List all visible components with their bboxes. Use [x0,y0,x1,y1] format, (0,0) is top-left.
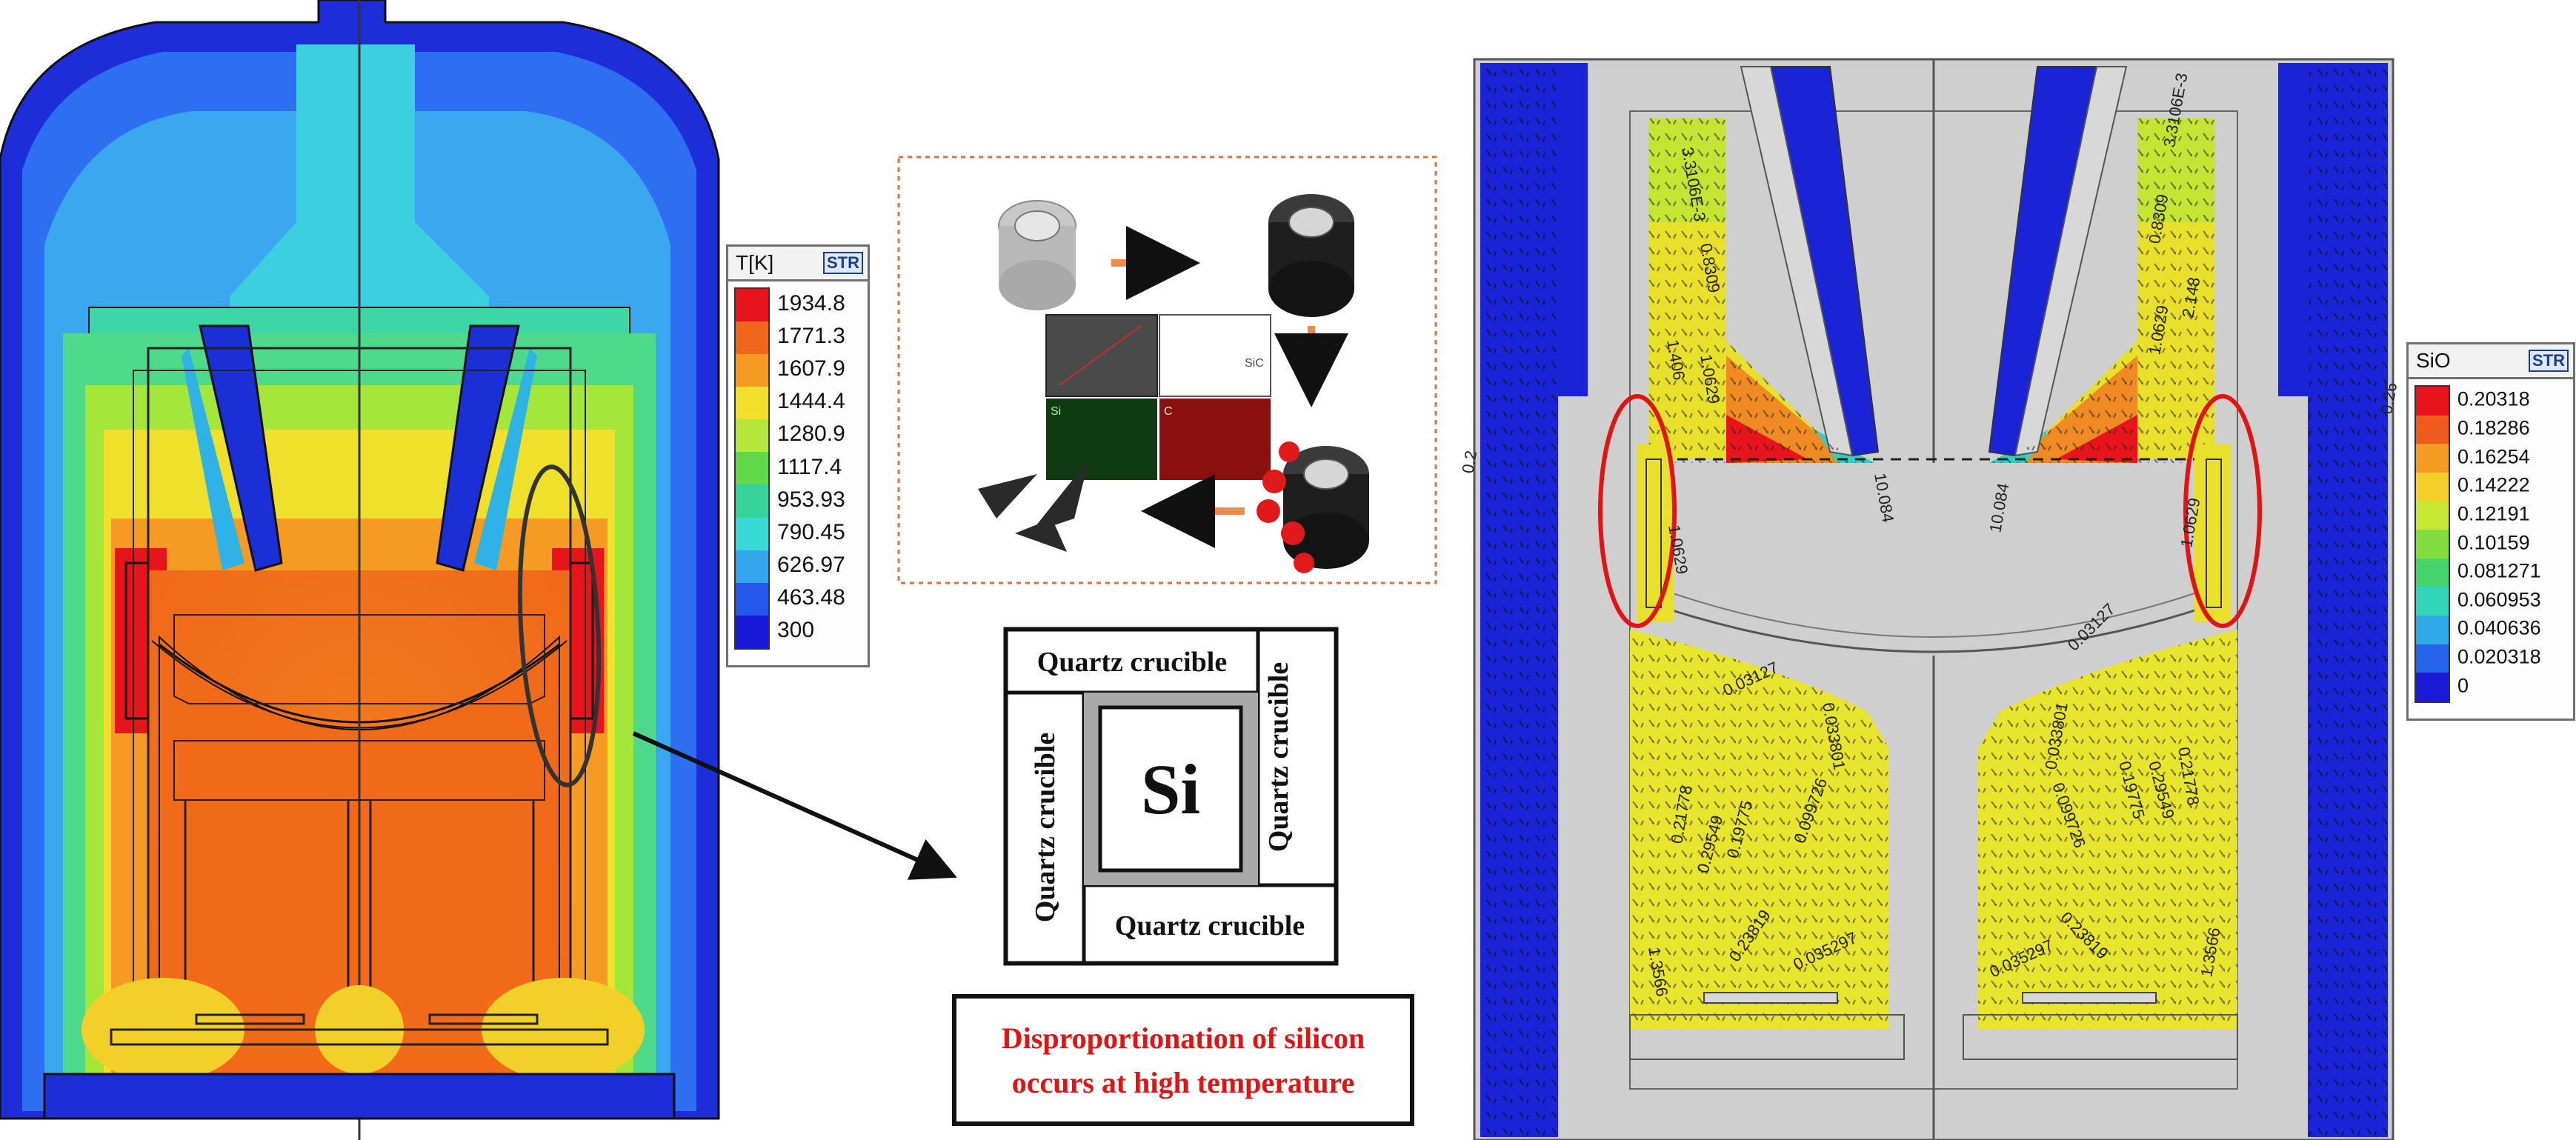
colorbar-tick-label: 300 [777,617,815,642]
process-panel: SiC Si C [897,156,1437,584]
temperature-legend-body: 1934.8 1771.3 1607.9 1444.4 1280.9 1117.4 953.… [728,281,868,663]
sem-c-label: C [1164,405,1173,418]
quartz-top [1004,627,1260,695]
quartz-crucible-diagram: Si Quartz crucible Quartz crucible Quart… [1003,627,1339,966]
colorbar-tick-label: 790.45 [777,519,845,544]
grey-cylinder-icon [998,200,1076,310]
colorbar-tick-label: 0.040636 [2457,616,2541,639]
sic-shards-icon [978,459,1089,552]
sio-legend-header: SiO STR [2409,344,2573,379]
pointer-arrow [632,731,957,880]
silicon-block [1098,705,1243,873]
colorbar-tick-label: 0.16254 [2457,445,2530,468]
sio-legend-body: 0.20318 0.18286 0.16254 0.14222 0.12191 0.101… [2409,379,2573,716]
colorbar-tick-label: 1117.4 [777,454,842,479]
colorbar-swatch [2416,673,2449,701]
sem-mapping-images: SiC Si C [1045,314,1271,480]
colorbar-swatch [736,321,768,355]
colorbar-swatch [736,289,768,322]
colorbar-tick-label: 0.10159 [2457,531,2530,553]
colorbar-tick-label: 1444.4 [777,389,845,414]
colorbar-tick-label: 0.060953 [2457,588,2541,611]
left-highlight-ellipse [1598,394,1677,628]
caption-line-2: occurs at high temperature [1012,1066,1355,1099]
sio-colorbar [2414,385,2450,703]
caption-line-1: Disproportionation of silicon [1002,1021,1365,1055]
colorbar-swatch [736,484,768,518]
colorbar-swatch [2416,644,2449,673]
colorbar-swatch [736,517,768,550]
str-logo-icon: STR [823,252,863,274]
colorbar-tick-label: 0 [2457,674,2469,697]
temperature-legend-header: T[K] STR [728,247,868,281]
colorbar-tick-label: 0.12191 [2457,502,2530,525]
colorbar-swatch [736,354,768,387]
colorbar-tick-label: 953.93 [777,487,845,512]
colorbar-tick-label: 1607.9 [777,356,845,381]
colorbar-swatch [736,452,768,485]
highlight-ellipse [517,464,602,787]
quartz-label-left: Quartz crucible [1030,733,1061,922]
colorbar-tick-label: 1934.8 [777,291,845,316]
temperature-field-simulation [0,0,720,1140]
sem-sic-label: SiC [1245,357,1264,370]
quartz-left [1004,690,1086,965]
colorbar-swatch [2416,501,2449,530]
str-logo-icon: STR [2529,350,2569,372]
coated-cylinder-icon [1257,441,1369,573]
temperature-colorbar [734,287,770,650]
colorbar-swatch [736,387,768,420]
quartz-label-top: Quartz crucible [1037,647,1227,678]
colorbar-tick-label: 0.14222 [2457,473,2530,496]
colorbar-swatch [2416,415,2449,444]
colorbar-swatch [2416,472,2449,501]
colorbar-swatch [2416,558,2449,587]
colorbar-swatch [2416,616,2449,644]
silicon-label: Si [1141,750,1200,829]
colorbar-tick-label: 1771.3 [777,324,845,349]
temperature-legend-title: T[K] [736,251,774,274]
colorbar-tick-label: 626.97 [777,552,845,577]
colorbar-tick-label: 0.081271 [2457,559,2541,582]
colorbar-swatch [2416,387,2449,416]
colorbar-swatch [736,419,768,453]
quartz-label-right: Quartz crucible [1263,662,1294,852]
colorbar-swatch [2416,530,2449,559]
colorbar-tick-label: 0.020318 [2457,645,2541,668]
colorbar-swatch [736,550,768,583]
colorbar-swatch [2416,587,2449,616]
sio-legend-title: SiO [2416,349,2451,372]
contour-label: 0.2 [1458,449,1480,474]
colorbar-tick-label: 0.20318 [2457,387,2530,410]
sio-field-simulation: 3.3106E-3 0.8309 1.0629 1.406 1.0629 1.3… [1458,58,2400,1140]
quartz-label-bottom: Quartz crucible [1115,910,1305,941]
colorbar-tick-label: 1280.9 [777,421,845,447]
sio-legend: SiO STR 0.20318 0.18286 0.16254 0.14222 0.12… [2406,342,2575,721]
colorbar-tick-label: 463.48 [777,584,845,610]
colorbar-swatch [736,582,768,616]
colorbar-swatch [2416,444,2449,473]
right-highlight-ellipse [2183,394,2262,628]
sem-si-label: Si [1051,405,1061,418]
black-cylinder-icon [1268,194,1354,317]
caption-box: Disproportionation of silicon occurs at … [952,994,1414,1126]
colorbar-swatch [736,615,768,648]
colorbar-tick-label: 0.18286 [2457,416,2530,439]
